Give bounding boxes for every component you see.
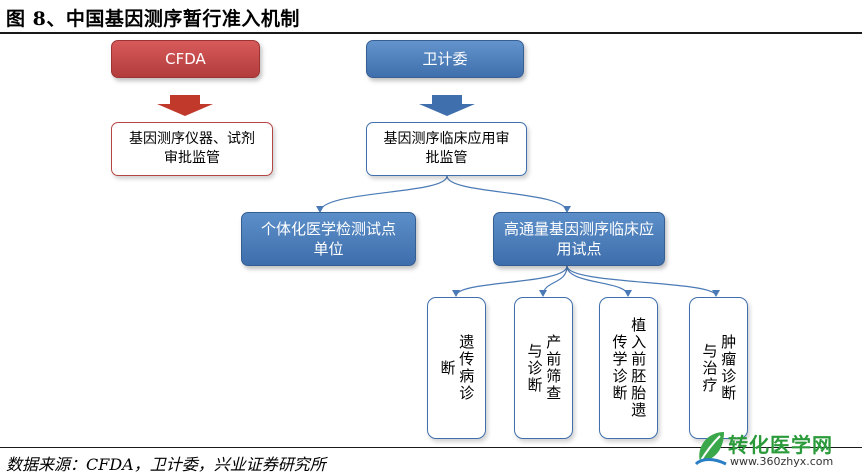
connector-to-leaf-2 [542,265,568,297]
cfda-header: CFDA [111,40,260,78]
cfda-label: CFDA [165,49,206,68]
cfda-scope-label: 基因测序仪器、试剂审批监管 [129,131,255,166]
nhfpc-label: 卫计委 [422,49,468,68]
blue-down-arrow [419,95,475,116]
cfda-scope-box: 基因测序仪器、试剂审批监管 [111,122,273,176]
footer-divider [0,447,862,448]
pilot-units-box: 个体化医学检测试点单位 [241,212,416,266]
leaf-genetic-disease: 遗传病诊断 [427,297,486,439]
leaf-prenatal-screening-label: 产前筛查与诊断 [525,334,563,402]
watermark-url: www.360zhyx.com [730,455,834,468]
leaf-preimplantation: 植入前胚胎遗传学诊断 [599,297,658,439]
connector-to-leaf-3 [566,265,629,297]
high-throughput-label: 高通量基因测序临床应用试点 [504,219,655,258]
leaf-prenatal-screening: 产前筛查与诊断 [514,297,573,439]
pilot-units-label: 个体化医学检测试点单位 [260,219,396,258]
leaf-tumor-label: 肿瘤诊断与治疗 [700,334,738,402]
high-throughput-box: 高通量基因测序临床应用试点 [493,212,665,266]
title-divider [0,32,862,34]
nhfpc-header: 卫计委 [366,40,524,78]
red-down-arrow [157,95,213,116]
connector-to-leaf-4 [566,265,717,297]
figure-title: 图 8、中国基因测序暂行准入机制 [6,8,300,30]
nhfpc-scope-box: 基因测序临床应用审批监管 [366,122,527,176]
watermark-text: 转化医学网 [728,433,833,457]
connector-to-high-throughput [446,175,568,213]
leaf-tumor: 肿瘤诊断与治疗 [689,297,748,439]
leaf-logo-icon [694,432,727,466]
connector-to-leaf-1 [455,265,568,297]
watermark-logo: 转化医学网 www.360zhyx.com [694,426,854,472]
connector-to-pilot-units [319,175,448,213]
leaf-genetic-disease-label: 遗传病诊断 [438,334,476,402]
nhfpc-scope-label: 基因测序临床应用审批监管 [383,131,510,166]
leaf-preimplantation-label: 植入前胚胎遗传学诊断 [610,317,648,419]
data-source: 数据来源：CFDA，卫计委，兴业证券研究所 [6,455,326,474]
